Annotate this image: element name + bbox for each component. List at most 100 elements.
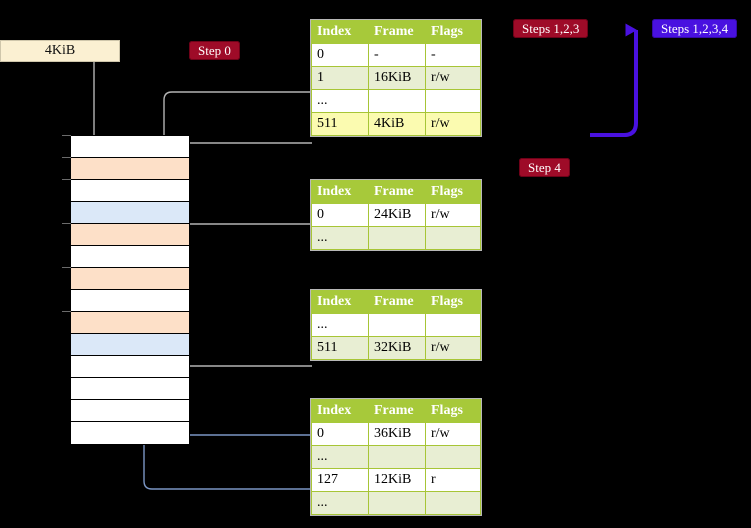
badge-step-0: Step 0 <box>189 41 240 60</box>
memory-row-3 <box>71 202 189 224</box>
cell-frame: 24KiB <box>368 203 426 227</box>
source-frame-box: 4KiB <box>0 40 120 62</box>
cell-index: 0 <box>311 43 369 67</box>
table-row: ... <box>311 445 481 469</box>
memory-row-2 <box>71 180 189 202</box>
memory-tick-8 <box>62 311 71 312</box>
memory-row-10 <box>71 356 189 378</box>
badge-steps-123: Steps 1,2,3 <box>513 19 589 38</box>
column-header-index: Index <box>311 399 369 423</box>
memory-row-9 <box>71 334 189 356</box>
memory-row-6 <box>71 268 189 290</box>
column-header-index: Index <box>311 290 369 314</box>
table-row: ... <box>311 226 481 250</box>
table-row: ... <box>311 491 481 515</box>
cell-index: ... <box>311 226 369 250</box>
source-frame-label: 4KiB <box>44 43 76 58</box>
cell-flags: r/w <box>425 422 481 446</box>
cell-index: 0 <box>311 203 369 227</box>
column-header-frame: Frame <box>368 290 426 314</box>
cell-index: 0 <box>311 422 369 446</box>
wire-steps-loop-arrow <box>590 23 638 137</box>
memory-row-4 <box>71 224 189 246</box>
cell-frame <box>368 226 426 250</box>
cell-index: ... <box>311 491 369 515</box>
memory-row-0 <box>71 136 189 158</box>
badge-steps-1234: Steps 1,2,3,4 <box>652 19 738 38</box>
cell-flags: r/w <box>425 203 481 227</box>
memory-tick-4 <box>62 223 71 224</box>
cell-frame: 12KiB <box>368 468 426 492</box>
cell-index: ... <box>311 313 369 337</box>
cell-frame <box>368 491 426 515</box>
memory-row-13 <box>71 422 189 444</box>
cell-index: ... <box>311 445 369 469</box>
memory-tick-0 <box>62 135 71 136</box>
wire-table1-row0 <box>179 223 312 254</box>
cell-flags <box>425 226 481 250</box>
cell-flags <box>425 445 481 469</box>
table-row: ... <box>311 89 481 113</box>
column-header-flags: Flags <box>425 290 481 314</box>
memory-tick-2 <box>62 179 71 180</box>
cell-frame <box>368 89 426 113</box>
memory-tick-6 <box>62 267 71 268</box>
wire-table0-row511 <box>171 142 312 164</box>
column-header-frame: Frame <box>368 399 426 423</box>
column-header-index: Index <box>311 180 369 204</box>
cell-frame: - <box>368 43 426 67</box>
column-header-frame: Frame <box>368 20 426 44</box>
cell-flags: - <box>425 43 481 67</box>
column-header-flags: Flags <box>425 399 481 423</box>
cell-index: 511 <box>311 336 369 360</box>
cell-flags: r <box>425 468 481 492</box>
memory-row-1 <box>71 158 189 180</box>
column-header-flags: Flags <box>425 180 481 204</box>
column-header-frame: Frame <box>368 180 426 204</box>
cell-index: 127 <box>311 468 369 492</box>
cell-index: 511 <box>311 112 369 136</box>
cell-frame <box>368 313 426 337</box>
cell-index: ... <box>311 89 369 113</box>
cell-flags <box>425 89 481 113</box>
table-row: ... <box>311 313 481 337</box>
cell-flags <box>425 491 481 515</box>
cell-frame: 4KiB <box>368 112 426 136</box>
physical-memory-column <box>70 135 190 445</box>
memory-row-8 <box>71 312 189 334</box>
cell-flags: r/w <box>425 66 481 90</box>
memory-row-11 <box>71 378 189 400</box>
memory-tick-1 <box>62 157 71 158</box>
memory-row-5 <box>71 246 189 268</box>
cell-index: 1 <box>311 66 369 90</box>
column-header-index: Index <box>311 20 369 44</box>
cell-frame: 36KiB <box>368 422 426 446</box>
cell-flags: r/w <box>425 112 481 136</box>
memory-row-7 <box>71 290 189 312</box>
cell-flags: r/w <box>425 336 481 360</box>
badge-step-4: Step 4 <box>519 158 570 177</box>
cell-frame: 16KiB <box>368 66 426 90</box>
cell-frame <box>368 445 426 469</box>
memory-row-12 <box>71 400 189 422</box>
cell-frame: 32KiB <box>368 336 426 360</box>
wire-table2-row511 <box>173 312 312 367</box>
